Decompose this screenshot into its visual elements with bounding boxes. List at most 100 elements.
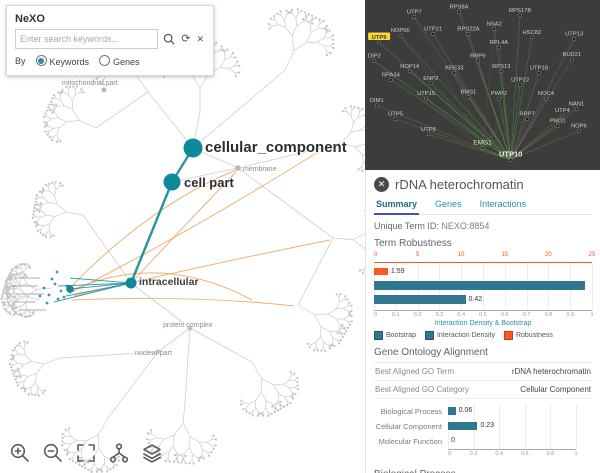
network-node[interactable]	[431, 32, 435, 36]
network-node[interactable]	[574, 107, 579, 111]
fit-view-button[interactable]	[74, 442, 98, 466]
tab-genes[interactable]: Genes	[435, 199, 462, 209]
network-node-label[interactable]: RRP7	[519, 112, 534, 118]
network-node[interactable]	[556, 124, 560, 128]
network-node[interactable]	[499, 69, 503, 74]
network-node-label[interactable]: NSA2	[487, 21, 502, 27]
network-node[interactable]	[426, 132, 431, 136]
network-node-label[interactable]: EMG1	[473, 139, 492, 146]
network-node-label[interactable]: RPS13	[492, 64, 510, 70]
network-node-label[interactable]: UTP4	[555, 108, 571, 114]
tree-node-protein-complex[interactable]: protein complex	[163, 322, 213, 329]
network-node[interactable]	[408, 69, 412, 74]
interaction-network-canvas[interactable]: UTP7 RPS8A RPS17B NOP56 UTP21 RPS22A NSA2HSC82…	[365, 0, 600, 170]
radio-keywords-circle[interactable]	[35, 55, 47, 66]
network-node[interactable]	[424, 96, 428, 101]
network-node[interactable]	[375, 103, 379, 108]
network-node-label[interactable]: HSC82	[523, 30, 542, 36]
network-node[interactable]	[509, 158, 513, 162]
network-node-label[interactable]: BUD21	[562, 52, 581, 58]
network-node-label[interactable]: RRP9	[470, 54, 485, 60]
network-node[interactable]	[537, 71, 541, 75]
bar-interaction-density	[374, 295, 466, 304]
network-node-label[interactable]: ENP2	[423, 76, 438, 82]
network-node-label[interactable]: RPS17B	[509, 8, 531, 14]
network-node-label[interactable]: RPS22A	[457, 27, 479, 33]
network-node-label[interactable]: UTP21	[424, 27, 442, 33]
tab-summary[interactable]: Summary	[374, 197, 420, 215]
network-node[interactable]	[457, 10, 461, 14]
network-node[interactable]	[492, 27, 496, 31]
bottom-axis-tick: 0.5	[479, 312, 487, 318]
network-node[interactable]	[377, 40, 381, 45]
network-node-label[interactable]: UTP22	[511, 78, 529, 84]
network-node-label[interactable]: PNO1	[550, 118, 566, 124]
hierarchy-button[interactable]	[107, 442, 131, 466]
network-node[interactable]	[525, 117, 529, 121]
network-node-label[interactable]: UTP7	[407, 10, 422, 16]
network-node[interactable]	[398, 34, 402, 38]
network-node[interactable]	[518, 13, 522, 17]
network-node-label[interactable]: NOP6	[571, 123, 587, 129]
network-node-label[interactable]: UTP10	[499, 149, 522, 158]
tree-node-intracellular[interactable]: intracellular	[139, 276, 199, 288]
network-node[interactable]	[466, 95, 471, 99]
zoom-in-button[interactable]	[8, 442, 32, 466]
ontology-tree-panel[interactable]: mitochondrial part membrane cellular_com…	[0, 0, 365, 473]
refresh-icon[interactable]: ⟳	[181, 32, 191, 45]
network-node-label[interactable]: RPL4A	[490, 40, 509, 46]
network-node-label[interactable]: RPA34	[382, 72, 401, 78]
network-node-label[interactable]: RPS8A	[449, 4, 468, 10]
network-node-label[interactable]: NAN1	[569, 101, 584, 107]
radio-genes[interactable]: Genes	[99, 55, 140, 67]
network-node[interactable]	[572, 37, 576, 41]
network-node-label[interactable]: UTP15	[417, 91, 435, 97]
network-node[interactable]	[560, 113, 565, 118]
network-node-label[interactable]: UTP13	[565, 32, 583, 38]
radio-genes-circle[interactable]	[99, 55, 111, 66]
network-node[interactable]	[476, 59, 480, 63]
network-node-label[interactable]: DIM1	[370, 98, 384, 104]
network-node-label[interactable]: UTP9	[372, 35, 388, 41]
clear-icon[interactable]: ✕	[196, 33, 204, 44]
network-node-label[interactable]: PWP2	[491, 91, 507, 97]
network-node[interactable]	[577, 129, 581, 133]
network-node-label[interactable]: UTP18	[530, 66, 548, 72]
network-node[interactable]	[480, 146, 485, 150]
tab-interactions[interactable]: Interactions	[479, 199, 527, 209]
network-node[interactable]	[466, 32, 471, 36]
network-node[interactable]	[530, 35, 534, 40]
network-node[interactable]	[393, 117, 398, 121]
radio-keywords[interactable]: Keywords	[35, 55, 89, 67]
network-node-label[interactable]: NOP56	[391, 28, 410, 34]
layers-button[interactable]	[140, 442, 164, 466]
tree-node-cellular-component[interactable]: cellular_component	[205, 139, 347, 156]
network-node[interactable]	[518, 83, 522, 87]
network-node[interactable]	[570, 57, 574, 62]
network-node[interactable]	[497, 45, 501, 50]
search-icon[interactable]	[162, 32, 176, 46]
network-node-label[interactable]: NOP14	[400, 64, 420, 70]
close-icon[interactable]: ✕	[374, 177, 389, 192]
network-node-label[interactable]: DIP2	[368, 54, 381, 60]
network-node-label[interactable]: KRE33	[445, 66, 463, 72]
network-node-label[interactable]: BMS1	[461, 89, 477, 95]
tree-node-cell-part[interactable]: cell part	[184, 175, 234, 190]
zoom-out-button[interactable]	[41, 442, 65, 466]
network-node[interactable]	[429, 81, 433, 85]
network-node[interactable]	[412, 15, 417, 19]
tree-node-membrane[interactable]: membrane	[243, 166, 277, 173]
search-input[interactable]	[15, 29, 159, 49]
network-node-label[interactable]: NOC4	[538, 91, 555, 97]
tree-node-nuclear-part[interactable]: nuclear part	[135, 350, 172, 357]
network-node[interactable]	[544, 96, 548, 101]
network-node[interactable]	[452, 71, 456, 75]
tree-node-mitochondrial-part[interactable]: mitochondrial part	[62, 80, 118, 87]
network-node[interactable]	[372, 59, 377, 63]
network-node[interactable]	[389, 78, 393, 82]
top-axis-tick: 5	[415, 252, 420, 258]
network-node[interactable]	[497, 96, 501, 101]
network-node-label[interactable]: UTP8	[421, 127, 436, 133]
network-node-label[interactable]: UTP5	[388, 112, 403, 118]
